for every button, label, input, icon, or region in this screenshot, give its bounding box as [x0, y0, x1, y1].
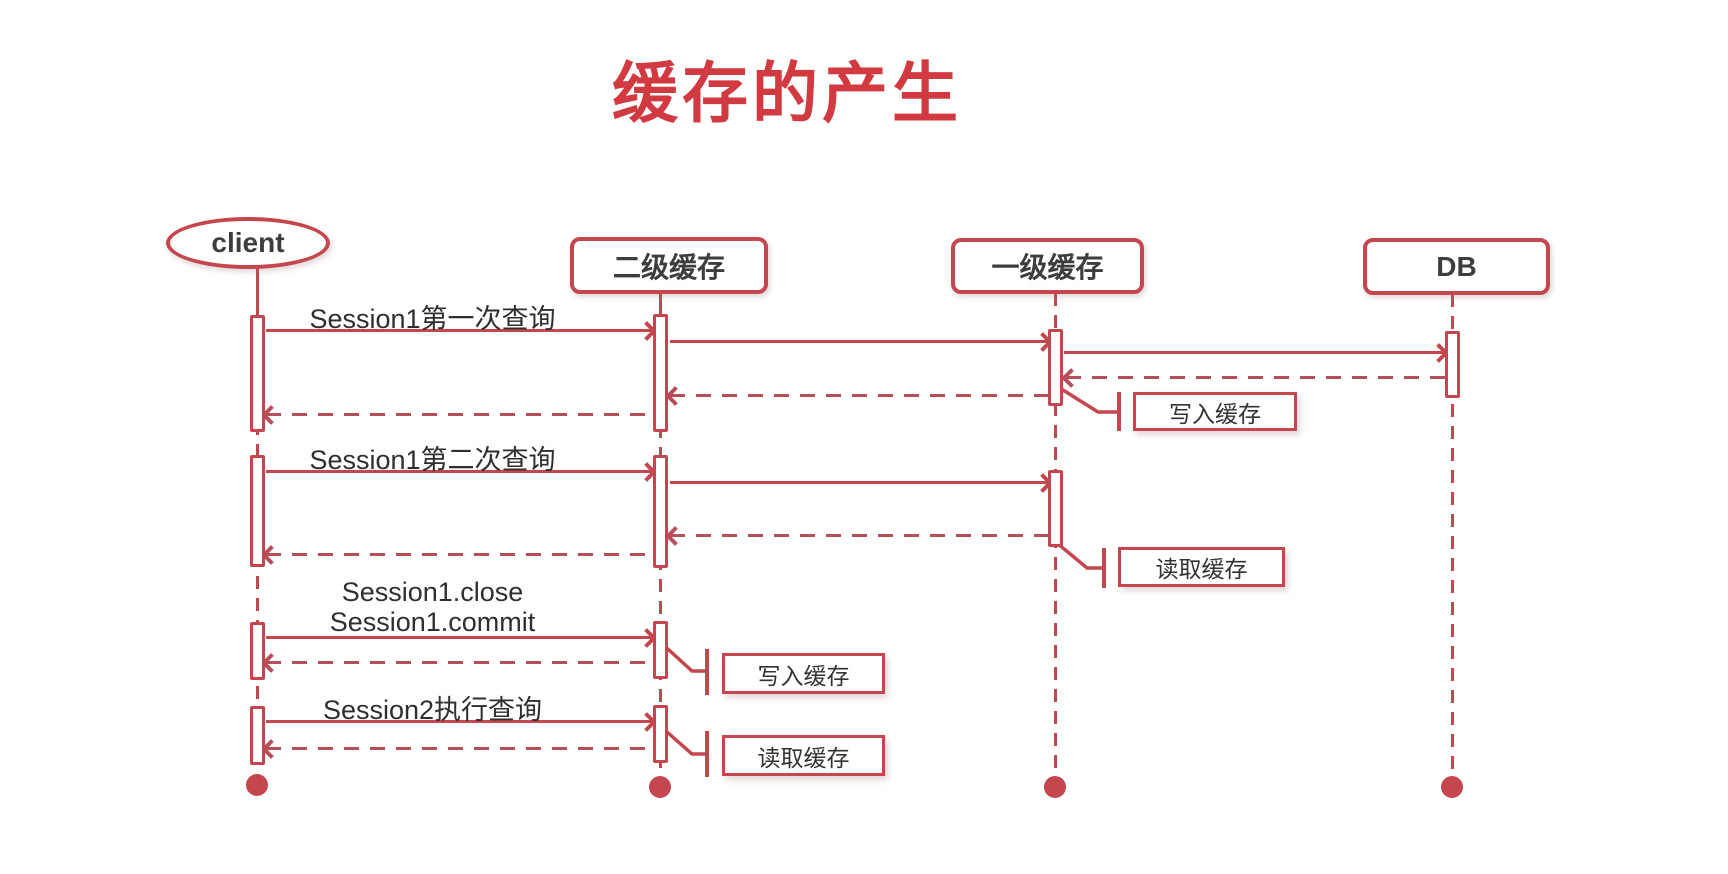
note-connector-l1-read [1055, 541, 1102, 570]
activation-bar-client-1 [250, 315, 265, 432]
message-arrow-l1-to-db-query [1064, 342, 1449, 363]
note-l1-write-cache: 写入缓存 [1133, 392, 1297, 431]
note-connector-l1-write [1054, 383, 1117, 414]
activation-bar-l2-4 [653, 705, 668, 763]
return-arrow-l2-to-client-commit [261, 652, 654, 673]
arrowhead-left-icon [1061, 367, 1081, 388]
message-arrow-s1-close-commit [266, 627, 657, 648]
actor-client-label: client [211, 227, 285, 258]
note-l1-read-cache-label: 读取缓存 [1155, 556, 1248, 582]
activation-bar-l1-1 [1048, 329, 1063, 406]
message-arrow-s1-second-query [266, 461, 657, 482]
arrowhead-left-icon [665, 525, 685, 546]
message-arrow-l2-to-l1-query2 [670, 472, 1053, 493]
actor-db: DB [1363, 238, 1550, 295]
message-arrow-s2-query [266, 711, 657, 732]
actor-client: client [166, 217, 330, 269]
actor-l1-cache-label: 一级缓存 [991, 252, 1104, 283]
activation-bar-client-2 [250, 455, 265, 567]
lifeline-end-dot-client [246, 774, 268, 796]
return-arrow-l2-to-client-query1 [261, 404, 654, 425]
lifeline-end-dot-db [1441, 776, 1463, 798]
message-arrow-l2-to-l1-query1 [670, 331, 1053, 352]
lifeline-db [1451, 294, 1454, 787]
actor-l2-cache: 二级缓存 [570, 237, 768, 294]
lifeline-end-dot-l1 [1044, 776, 1066, 798]
return-arrow-l2-to-client-s2 [261, 738, 654, 759]
note-l2-read-cache: 读取缓存 [722, 735, 885, 776]
activation-bar-client-3 [250, 622, 265, 680]
activation-bar-db-1 [1445, 331, 1460, 398]
note-l1-read-cache: 读取缓存 [1118, 547, 1285, 587]
return-arrow-l1-to-l2-query2 [665, 525, 1050, 546]
activation-bar-l2-3 [653, 621, 668, 679]
message-label-s1-second-query: Session1第二次查询 [309, 445, 556, 475]
arrowhead-left-icon [665, 385, 685, 406]
diagram-title: 缓存的产生 [612, 56, 962, 130]
note-tick-l1-read [1102, 548, 1106, 588]
note-l2-write-cache-label: 写入缓存 [757, 662, 850, 689]
return-arrow-db-to-l1 [1061, 367, 1446, 388]
actor-db-label: DB [1436, 250, 1477, 282]
note-l2-read-cache-label: 读取缓存 [757, 744, 850, 771]
message-arrow-s1-first-query [266, 320, 657, 341]
message-label-s1-commit: Session1.commit [329, 607, 536, 637]
message-label-s2-query: Session2执行查询 [322, 695, 543, 725]
lifeline-end-dot-l2 [649, 776, 671, 798]
note-tick-l2-read [705, 731, 709, 777]
message-label-s1-close: Session1.close [341, 577, 524, 607]
activation-bar-l2-2 [653, 455, 668, 568]
note-l2-write-cache: 写入缓存 [722, 653, 885, 694]
activation-bar-l2-1 [653, 314, 668, 432]
actor-l2-cache-label: 二级缓存 [612, 251, 725, 283]
activation-bar-client-4 [250, 706, 265, 765]
note-tick-l1-write [1117, 392, 1121, 431]
note-l1-write-cache-label: 写入缓存 [1169, 400, 1261, 427]
activation-bar-l1-2 [1048, 470, 1063, 547]
return-arrow-l1-to-l2-query1 [665, 385, 1050, 406]
return-arrow-l2-to-client-query2 [261, 544, 654, 565]
message-label-s1-first-query: Session1第一次查询 [309, 304, 556, 334]
actor-l1-cache: 一级缓存 [951, 238, 1144, 294]
note-tick-l2-write [705, 649, 709, 695]
